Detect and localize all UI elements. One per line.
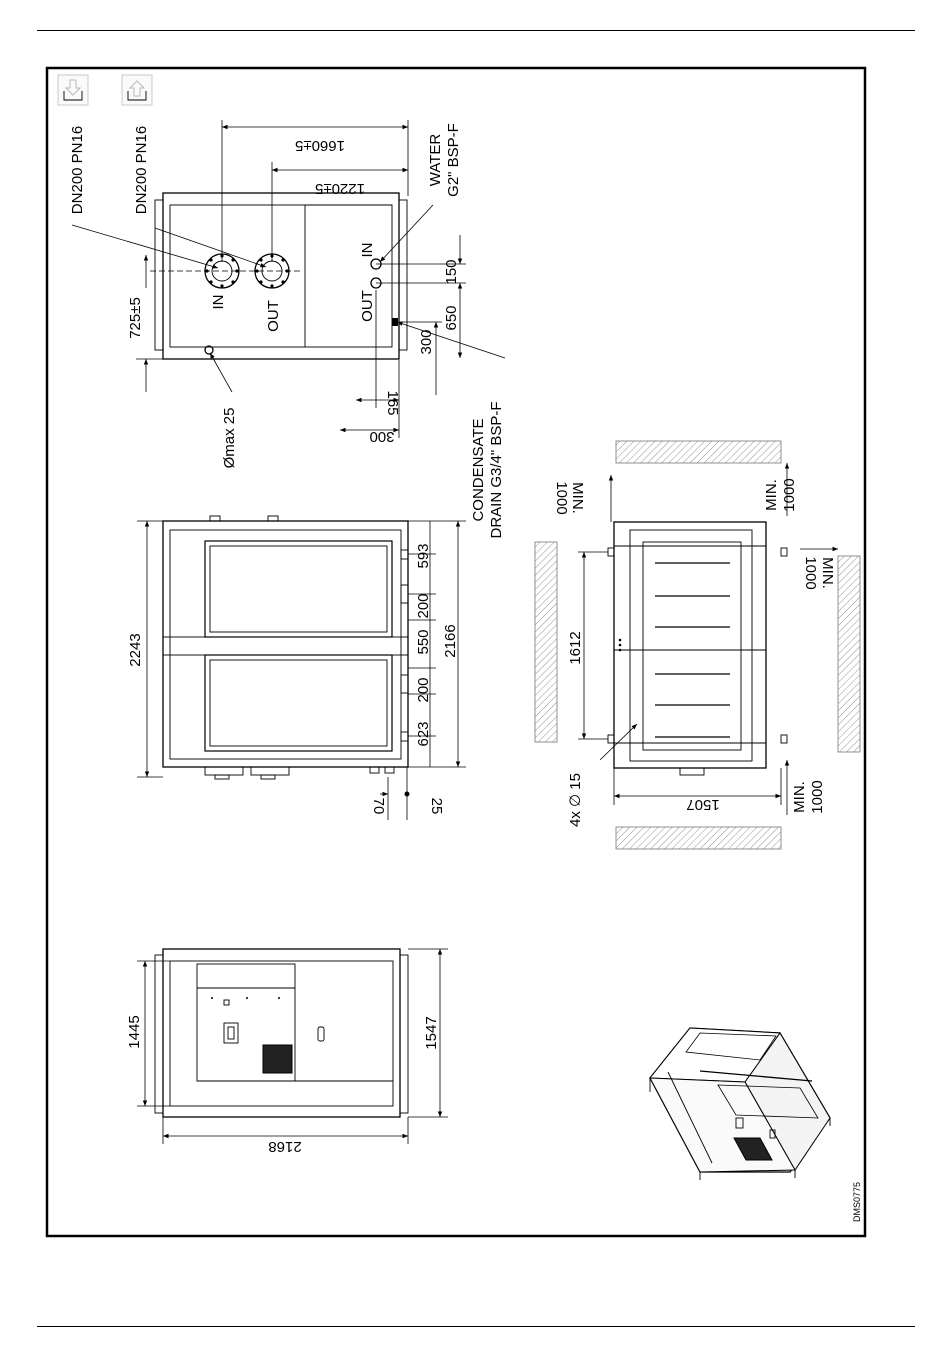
clearance-right-value: 1000 xyxy=(781,478,798,511)
dim-550: 550 xyxy=(415,629,432,654)
clearance-top-value: 1000 xyxy=(553,481,570,514)
dim-150: 150 xyxy=(443,259,460,284)
water-label: WATER xyxy=(427,134,444,187)
dim-1220: 1220±5 xyxy=(315,180,365,197)
dim-650: 650 xyxy=(443,305,460,330)
dim-200b: 200 xyxy=(415,677,432,702)
condensate-label: CONDENSATE xyxy=(470,418,487,521)
clearance-bottom-min: MIN. xyxy=(791,781,808,813)
dim-2168: 2168 xyxy=(268,1138,301,1155)
water-spec-label: G2" BSP-F xyxy=(445,123,462,197)
water-out-label: OUT xyxy=(359,290,376,322)
dim-200a: 200 xyxy=(415,593,432,618)
dim-593: 593 xyxy=(415,543,432,568)
drawing-code: DMS0775 xyxy=(852,1182,862,1222)
download-arrow-icon xyxy=(58,75,88,105)
dim-1612: 1612 xyxy=(567,631,584,664)
dim-2243: 2243 xyxy=(127,633,144,666)
dim-1507: 1507 xyxy=(686,796,719,813)
clearance-bottom-value: 1000 xyxy=(809,780,826,813)
dim-725: 725±5 xyxy=(127,297,144,339)
dim-70: 70 xyxy=(370,798,387,815)
dim-1660: 1660±5 xyxy=(295,137,345,154)
hole-label: Ømax 25 xyxy=(221,408,238,469)
dim-165: 165 xyxy=(384,390,401,415)
isometric-view xyxy=(650,1028,830,1180)
dim-623: 623 xyxy=(415,721,432,746)
dim-2166: 2166 xyxy=(442,624,459,657)
dim-25: 25 xyxy=(428,798,445,815)
dim-300b: 300 xyxy=(369,428,394,445)
condensate-spec-label: DRAIN G3/4" BSP-F xyxy=(488,401,505,538)
side-view xyxy=(137,949,448,1144)
mounting-holes-label: 4x ∅ 15 xyxy=(567,773,584,827)
flange-out-spec-label: DN200 PN16 xyxy=(133,126,150,214)
upload-arrow-icon xyxy=(122,75,152,105)
water-in-label: IN xyxy=(359,243,376,258)
in-label: IN xyxy=(210,295,227,310)
clearance-left-value: 1000 xyxy=(802,556,819,589)
dim-1547: 1547 xyxy=(423,1016,440,1049)
clearance-right-min: MIN. xyxy=(763,479,780,511)
dim-1445: 1445 xyxy=(126,1015,143,1048)
clearance-top-min: MIN. xyxy=(569,482,586,514)
out-label: OUT xyxy=(265,300,282,332)
flange-in-spec-label: DN200 PN16 xyxy=(69,126,86,214)
clearance-left-min: MIN. xyxy=(819,557,836,589)
dim-300a: 300 xyxy=(418,329,435,354)
